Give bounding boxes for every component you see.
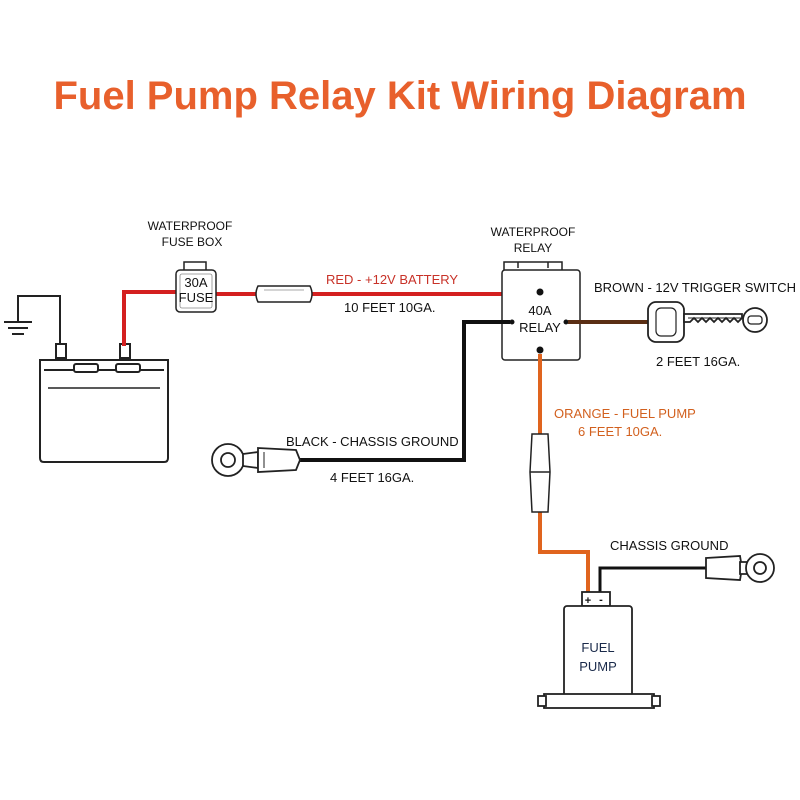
- inline-fuse-holder-icon: [255, 285, 313, 303]
- butt-connector-icon: [529, 433, 551, 513]
- red-wire-name: RED - +12V BATTERY: [326, 272, 458, 287]
- orange-wire-length: 6 FEET 10GA.: [578, 424, 662, 439]
- brown-wire-length: 2 FEET 16GA.: [656, 354, 740, 369]
- ring-terminal-icon: [211, 443, 301, 477]
- pump-minus-sign: -: [599, 594, 603, 606]
- relay-rating: 40A: [528, 303, 551, 318]
- pump-plus-sign: +: [585, 595, 591, 607]
- pump-ground-label: CHASSIS GROUND: [610, 538, 728, 553]
- orange-wire-name: ORANGE - FUEL PUMP: [554, 406, 696, 421]
- pump-label-line2: PUMP: [579, 659, 617, 674]
- fuse-box-label-line2: FUSE BOX: [162, 235, 223, 249]
- battery-icon: [39, 343, 169, 463]
- fuse-box: [175, 261, 217, 313]
- fuse-name: FUSE: [179, 290, 214, 305]
- red-wire-length: 10 FEET 10GA.: [344, 300, 436, 315]
- red-wire: [122, 290, 536, 346]
- ground-ring-terminal-icon: [705, 553, 775, 583]
- pump-label-line1: FUEL: [581, 640, 614, 655]
- black-wire-name: BLACK - CHASSIS GROUND: [286, 434, 459, 449]
- fuel-pump-icon: [537, 591, 661, 709]
- fuse-rating: 30A: [184, 275, 207, 290]
- ground-symbol-icon: [4, 295, 61, 350]
- page-title: Fuel Pump Relay Kit Wiring Diagram: [53, 74, 747, 118]
- relay-name: RELAY: [519, 320, 561, 335]
- relay-label-line2: RELAY: [514, 241, 552, 255]
- orange-wire: [538, 354, 590, 592]
- key-icon: [647, 301, 768, 343]
- pump-ground-wire: [598, 566, 706, 592]
- brown-wire-name: BROWN - 12V TRIGGER SWITCH: [594, 280, 796, 295]
- relay-label-line1: WATERPROOF: [491, 225, 576, 239]
- black-wire-length: 4 FEET 16GA.: [330, 470, 414, 485]
- fuse-box-label-line1: WATERPROOF: [148, 219, 233, 233]
- black-wire: [300, 320, 510, 462]
